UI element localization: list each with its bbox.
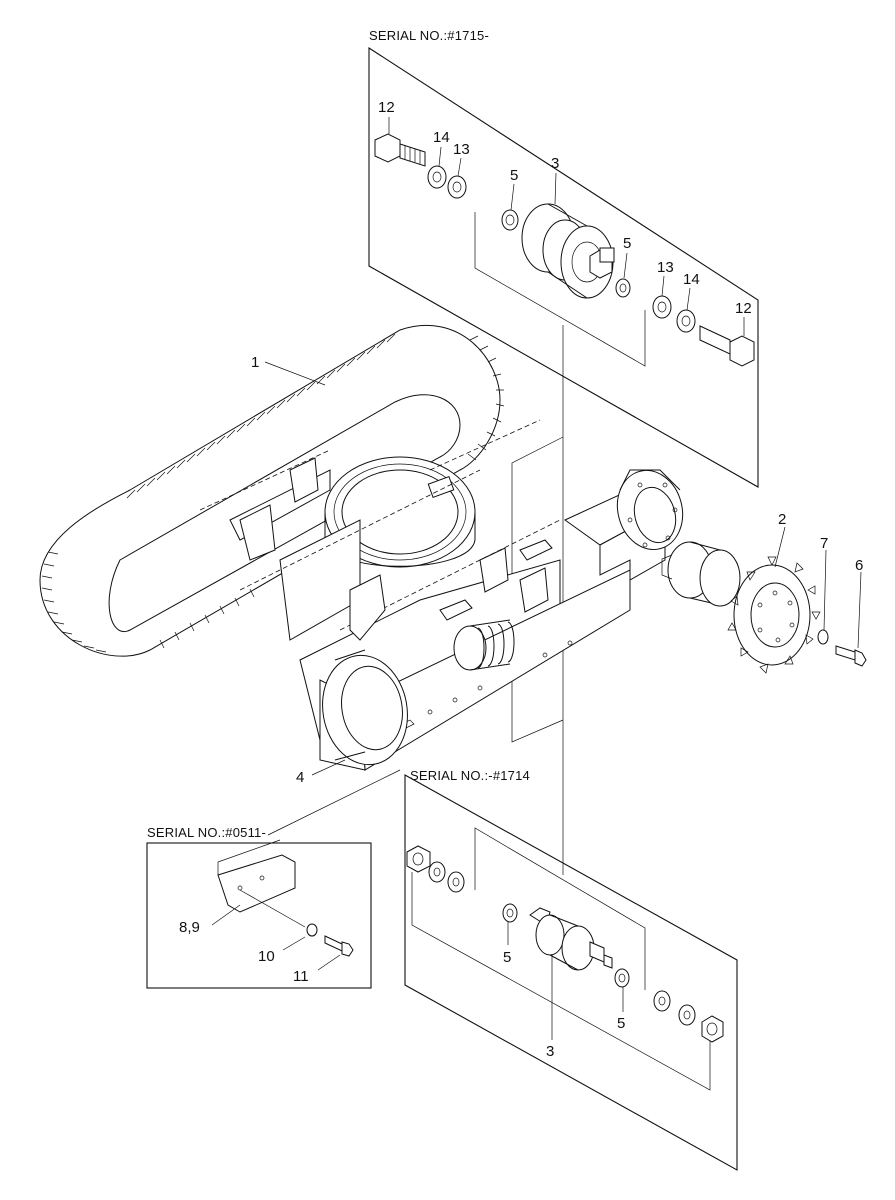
washer-5-left (501, 209, 519, 231)
callout-5-left: 5 (510, 167, 518, 184)
bolt-6-part (835, 645, 867, 667)
washer-14-right (676, 309, 696, 333)
serial-label-guard: SERIAL NO.:#0511- (147, 825, 266, 840)
washer-old-c (653, 990, 671, 1012)
callout-8-9: 8,9 (179, 919, 200, 936)
inset-old-roller: SERIAL NO.:-#1714 (404, 768, 738, 1171)
main-assembly: 1 2 7 6 4 (39, 324, 867, 836)
leader-1 (264, 361, 326, 386)
nut-right-part (701, 1015, 724, 1043)
leader-guard-inset (267, 769, 401, 836)
callout-3-bottom: 3 (546, 1043, 554, 1060)
callout-14-left: 14 (433, 129, 450, 146)
callout-11: 11 (293, 968, 309, 985)
callout-3-top: 3 (551, 155, 559, 172)
callout-13-left: 13 (453, 141, 470, 158)
inset-new-roller: SERIAL NO.:#1715- (368, 28, 759, 488)
callout-14-right: 14 (683, 271, 700, 288)
washer-old-b (447, 871, 465, 893)
bolt-12-left-part (374, 133, 426, 167)
callout-5-right: 5 (623, 235, 631, 252)
guard-plate-part (217, 839, 296, 913)
nut-left-part (406, 845, 431, 873)
serial-label-new-roller: SERIAL NO.:#1715- (369, 28, 489, 43)
washer-13-left (447, 175, 467, 199)
motor-housing (616, 469, 684, 551)
callout-5-old-left: 5 (503, 949, 511, 966)
front-idler (322, 649, 408, 766)
leader-4 (311, 759, 346, 776)
lower-frame (199, 419, 667, 771)
drive-sprocket (727, 556, 821, 674)
callout-1: 1 (251, 354, 259, 371)
washer-old-a (428, 861, 446, 883)
leader-6 (857, 571, 862, 649)
recoil-spring (453, 619, 515, 671)
inset-guard: SERIAL NO.:#0511- 8,9 10 11 (146, 825, 372, 989)
leader-7 (823, 549, 827, 631)
washer-5-right (615, 278, 631, 298)
travel-motor (661, 541, 741, 607)
washer-13-right (652, 295, 672, 319)
callout-12-left: 12 (378, 99, 395, 116)
callout-5-old-right: 5 (617, 1015, 625, 1032)
callout-6: 6 (855, 557, 863, 574)
callout-7: 7 (820, 535, 828, 552)
callout-4: 4 (296, 769, 304, 786)
callout-2: 2 (778, 511, 786, 528)
washer-old-d (678, 1004, 696, 1026)
callout-13-right: 13 (657, 259, 674, 276)
washer-5-old-right (614, 968, 630, 988)
track-roller-old (529, 907, 613, 971)
track-roller-new (521, 203, 615, 299)
washer-7-part (817, 629, 829, 645)
serial-label-old-roller: SERIAL NO.:-#1714 (410, 768, 530, 783)
washer-14-left (427, 165, 447, 189)
bolt-12-right-part (699, 325, 755, 367)
callout-12-right: 12 (735, 300, 752, 317)
guard-washer-10-part (306, 923, 318, 937)
leader-2 (774, 526, 786, 568)
callout-10: 10 (258, 948, 275, 965)
track-belt (39, 324, 505, 657)
guard-bolt-11-part (324, 935, 354, 957)
washer-5-old-left (502, 903, 518, 923)
